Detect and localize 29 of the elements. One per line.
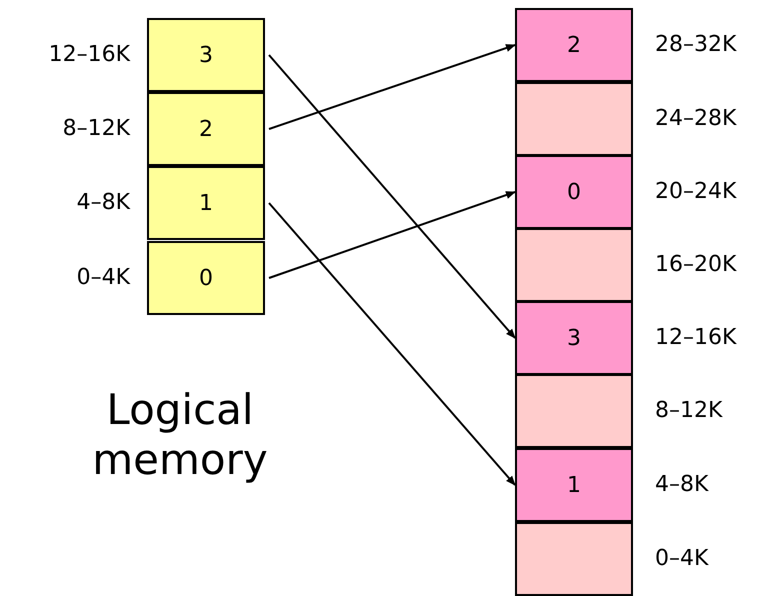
arrow bbox=[268, 44, 516, 130]
address-range: 16–20K bbox=[655, 252, 736, 278]
frame-box: 3 bbox=[515, 301, 633, 375]
arrow bbox=[268, 202, 516, 486]
frame-box bbox=[515, 522, 633, 596]
frame-box bbox=[515, 82, 633, 156]
page-box: 2 bbox=[147, 92, 265, 166]
arrow bbox=[268, 191, 516, 279]
address-range: 12–16K bbox=[48, 42, 130, 68]
page-box: 0 bbox=[147, 241, 265, 315]
frame-box: 1 bbox=[515, 448, 633, 522]
address-range: 8–12K bbox=[655, 398, 722, 424]
address-range: 0–4K bbox=[655, 546, 708, 572]
page-box: 3 bbox=[147, 18, 265, 92]
frame-box: 0 bbox=[515, 155, 633, 229]
address-range: 24–28K bbox=[655, 106, 736, 132]
frame-box bbox=[515, 374, 633, 448]
address-range: 4–8K bbox=[655, 472, 708, 498]
address-range: 4–8K bbox=[76, 190, 130, 216]
frame-box: 2 bbox=[515, 8, 633, 82]
address-range: 0–4K bbox=[76, 265, 130, 291]
page-box: 1 bbox=[147, 166, 265, 240]
frame-box bbox=[515, 228, 633, 302]
address-range: 8–12K bbox=[62, 116, 130, 142]
address-range: 28–32K bbox=[655, 32, 736, 58]
arrow bbox=[268, 54, 516, 339]
memory-title: Logical memory bbox=[91, 385, 269, 485]
address-range: 12–16K bbox=[655, 325, 736, 351]
address-range: 20–24K bbox=[655, 179, 736, 205]
